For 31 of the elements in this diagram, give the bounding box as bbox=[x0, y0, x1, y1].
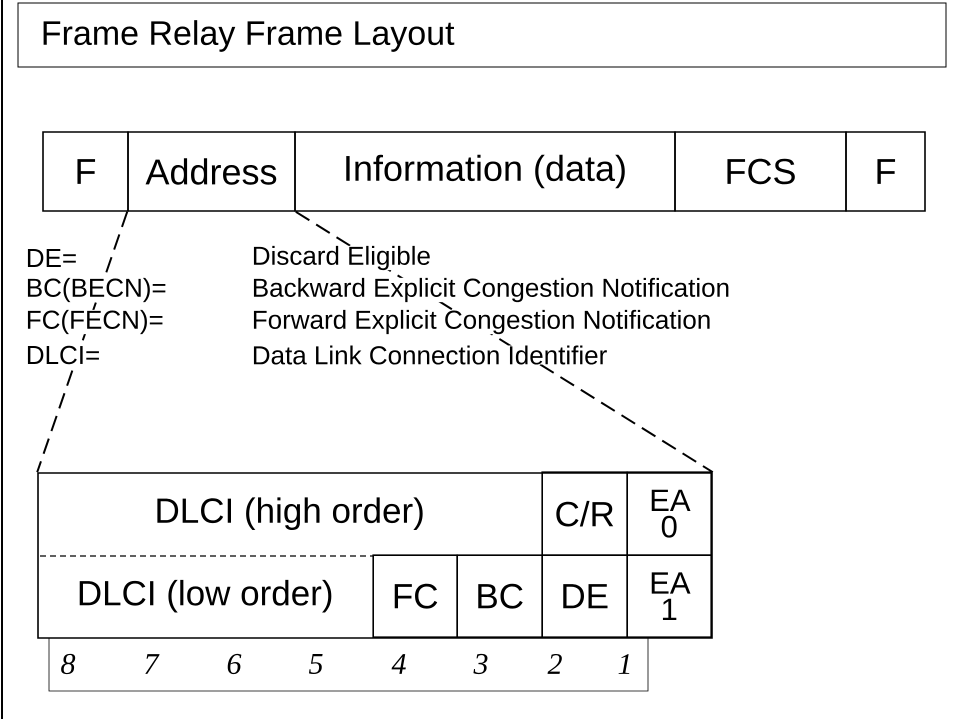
table-cell: C/R bbox=[541, 471, 628, 556]
bit-number: 8 bbox=[61, 654, 76, 674]
bit-number: 5 bbox=[308, 654, 323, 674]
frame-field: F bbox=[42, 131, 129, 212]
bit-number: 7 bbox=[145, 654, 160, 674]
frame-field: F bbox=[845, 131, 926, 212]
definition: Forward Explicit Congestion Notification bbox=[252, 310, 712, 334]
abbreviation: BC(BECN)= bbox=[26, 278, 167, 302]
abbreviation: FC(FECN)= bbox=[26, 310, 164, 334]
abbreviation: DLCI= bbox=[26, 346, 100, 364]
table-cell: EA 0 bbox=[626, 471, 712, 556]
table-cell: FC bbox=[372, 554, 458, 638]
table-cell: BC bbox=[456, 554, 543, 638]
bit-number: 1 bbox=[618, 654, 630, 674]
bit-number: 3 bbox=[473, 654, 488, 674]
bit-number: 4 bbox=[392, 654, 406, 674]
address-table bbox=[37, 472, 713, 639]
frame-field: Information (data) bbox=[294, 131, 676, 212]
definition: Discard Eligible bbox=[252, 246, 431, 270]
frame-field: FCS bbox=[674, 131, 847, 212]
table-cell: DLCI (high order) bbox=[157, 497, 423, 530]
bit-number: 2 bbox=[548, 654, 562, 674]
table-cell: DE bbox=[541, 554, 628, 638]
definition: Backward Explicit Congestion Notification bbox=[252, 278, 730, 302]
table-cell: EA 1 bbox=[626, 554, 712, 638]
definition: Data Link Connection Identifier bbox=[252, 345, 608, 365]
bit-number: 6 bbox=[228, 654, 242, 674]
abbreviation: DE= bbox=[26, 249, 78, 267]
title-box: Frame Relay Frame Layout bbox=[18, 2, 946, 68]
frame-field: Address bbox=[127, 131, 296, 212]
table-cell: DLCI (low order) bbox=[80, 580, 332, 612]
